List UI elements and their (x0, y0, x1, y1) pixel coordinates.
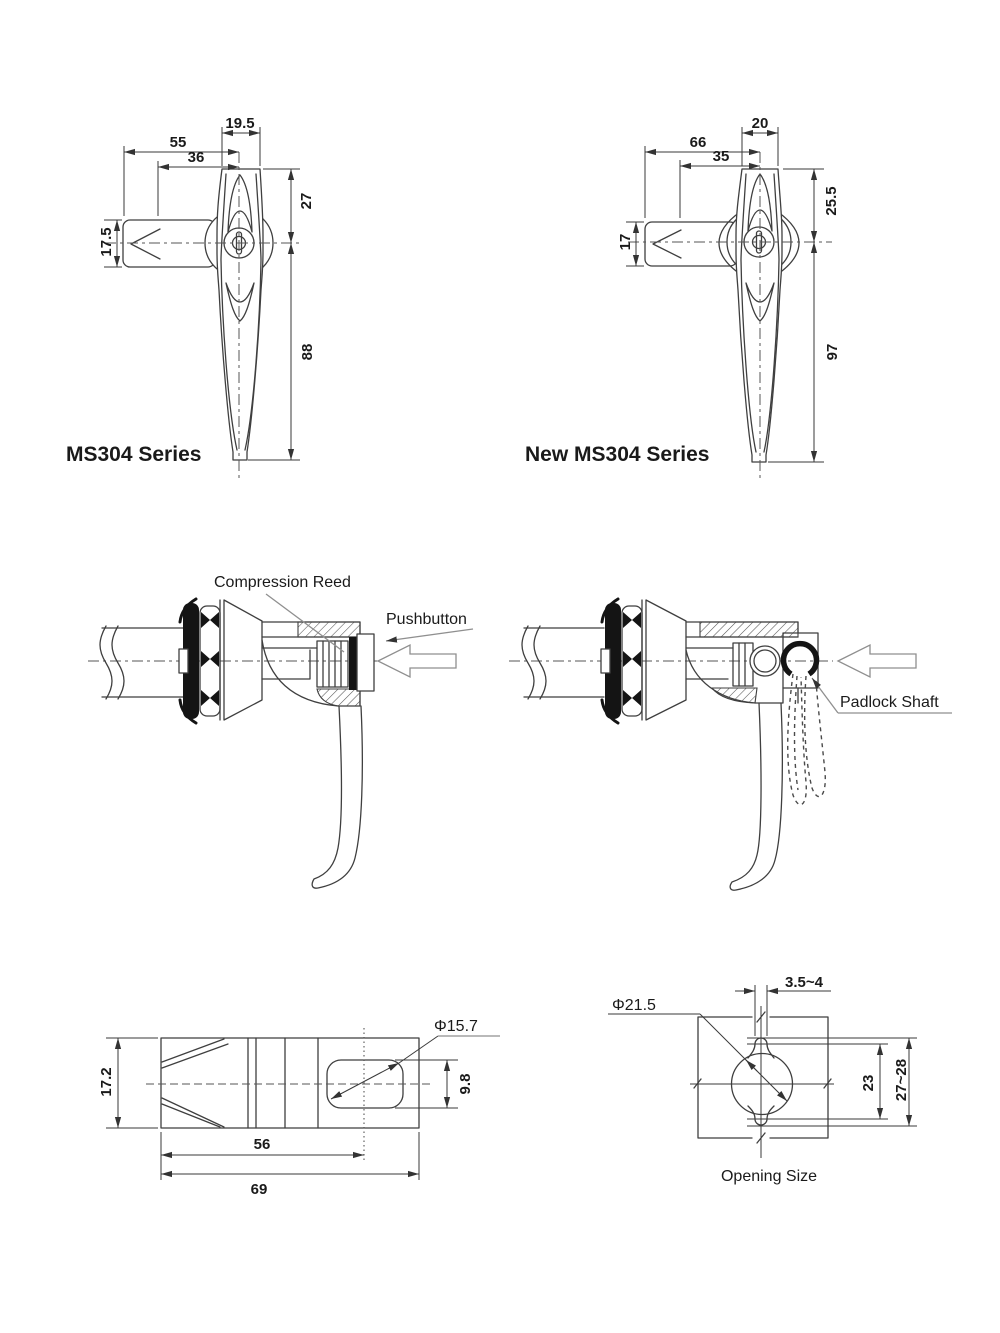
dim-overall: 66 (690, 134, 707, 151)
padlock-shackle-icon (780, 640, 820, 677)
dim-arm: 17.5 (98, 227, 115, 256)
boss-edge-lines (247, 1037, 319, 1129)
dim-len-center: 56 (254, 1136, 271, 1153)
dim-line-dia (699, 1013, 788, 1102)
dim-inner: 23 (860, 1075, 877, 1092)
body-bore-lines (261, 647, 318, 680)
dim-lower: 88 (299, 344, 316, 361)
extension-lines (104, 127, 300, 461)
centerline-ticks (693, 1078, 832, 1089)
compression-reed-leader (265, 593, 345, 653)
dim-line-dia-arrow2 (745, 1059, 758, 1072)
handle-vee-ornament (745, 282, 775, 322)
handle-inner-line-right (763, 173, 780, 453)
ms304-front-view: 19.5 55 36 27 88 17.5 MS304 Series (66, 115, 316, 478)
press-arrow-icon (836, 643, 917, 679)
pushbutton (356, 633, 375, 692)
body-hatch-top (297, 621, 361, 638)
dim-inner: 36 (188, 149, 205, 166)
extension-lines (106, 1037, 458, 1180)
bell-cone (641, 599, 687, 721)
nut-teeth (623, 612, 641, 706)
body-outline (160, 1037, 420, 1129)
dim-upper: 27 (298, 193, 315, 210)
handle-inner-line-left (220, 173, 238, 451)
dim-len-total: 69 (251, 1181, 268, 1198)
arm-chevron-mark (652, 229, 682, 259)
opening-size-caption: Opening Size (721, 1168, 817, 1185)
handle-hook (729, 702, 783, 891)
hanging-padlock-dashed (787, 673, 826, 806)
bell-cone (219, 599, 263, 721)
dim-slot-dia: Φ15.7 (434, 1018, 478, 1035)
body-hatch-bottom (710, 687, 758, 704)
compression-reed (316, 640, 349, 688)
series-title: New MS304 Series (525, 443, 709, 466)
handle-arch-ornament (747, 173, 773, 232)
shaft-outline (523, 627, 605, 698)
shaft-break-mark (521, 625, 547, 700)
opening-size-view: Φ21.5 3.5~4 23 27~28 Opening Size (608, 974, 917, 1185)
rubber-washer (183, 603, 199, 719)
handle-arch-ornament (227, 174, 253, 233)
panel-outline (697, 1016, 829, 1139)
boss-wing-left (718, 211, 741, 275)
reed-leaves (738, 642, 746, 687)
shaft-outline (101, 627, 184, 698)
body-bottom-view: 17.2 Φ15.7 9.8 56 69 (98, 1018, 500, 1198)
rubber-washer (605, 603, 621, 719)
padlock-hole-inner (753, 649, 777, 673)
dim-upper: 25.5 (823, 186, 840, 215)
washer-horns (178, 597, 198, 725)
compression-reed-label: Compression Reed (214, 574, 351, 591)
shaft-break-mark (99, 625, 125, 700)
body-hatch-top (699, 621, 799, 638)
dim-height: 17.2 (98, 1067, 115, 1096)
dim-dia: Φ21.5 (612, 997, 656, 1014)
pushbutton-label: Pushbutton (386, 611, 467, 628)
arm-chevron-mark (130, 228, 161, 260)
slot-dia-leader (398, 1035, 439, 1064)
extension-lines (747, 985, 917, 1127)
dim-outer: 27~28 (893, 1059, 910, 1101)
handle-hook (311, 705, 363, 889)
dim-line-slot-dia (330, 1062, 400, 1100)
dim-inner: 35 (713, 148, 730, 165)
press-arrow-icon (376, 643, 457, 679)
washer-horns (600, 597, 620, 725)
padlock-section-view: Padlock Shaft (509, 597, 952, 891)
pushbutton-face (349, 637, 357, 690)
shaft-notch (600, 648, 611, 674)
taper-wedge-lines (161, 1038, 229, 1128)
handle-inner-line-left (740, 173, 757, 453)
boss-wing-right (777, 211, 800, 275)
shaft-notch (178, 648, 189, 674)
body-bore-lines (685, 647, 734, 680)
reed-leaves (322, 640, 342, 688)
pushbutton-leader (385, 628, 474, 643)
body-hatch-bottom (316, 688, 361, 707)
series-title: MS304 Series (66, 443, 201, 466)
pushbutton-section-view: Compression Reed Pushbutton (88, 574, 474, 889)
dim-overall: 55 (170, 134, 187, 151)
handle-inner-line-right (244, 173, 262, 451)
dim-head-width: 20 (752, 115, 769, 132)
padlock-shaft-label: Padlock Shaft (840, 694, 939, 711)
dim-lower: 97 (824, 344, 841, 361)
extension-lines (626, 127, 824, 463)
padlock-shaft-leader (811, 677, 839, 714)
dim-notch: 3.5~4 (785, 974, 824, 991)
nut-teeth (201, 612, 219, 706)
dim-slot-h: 9.8 (457, 1074, 474, 1095)
handle-vee-ornament (225, 282, 255, 322)
dim-head-width: 19.5 (225, 115, 254, 132)
new-ms304-front-view: 20 66 35 25.5 97 17 New MS304 Series (525, 115, 841, 480)
dim-arm: 17 (617, 234, 634, 251)
